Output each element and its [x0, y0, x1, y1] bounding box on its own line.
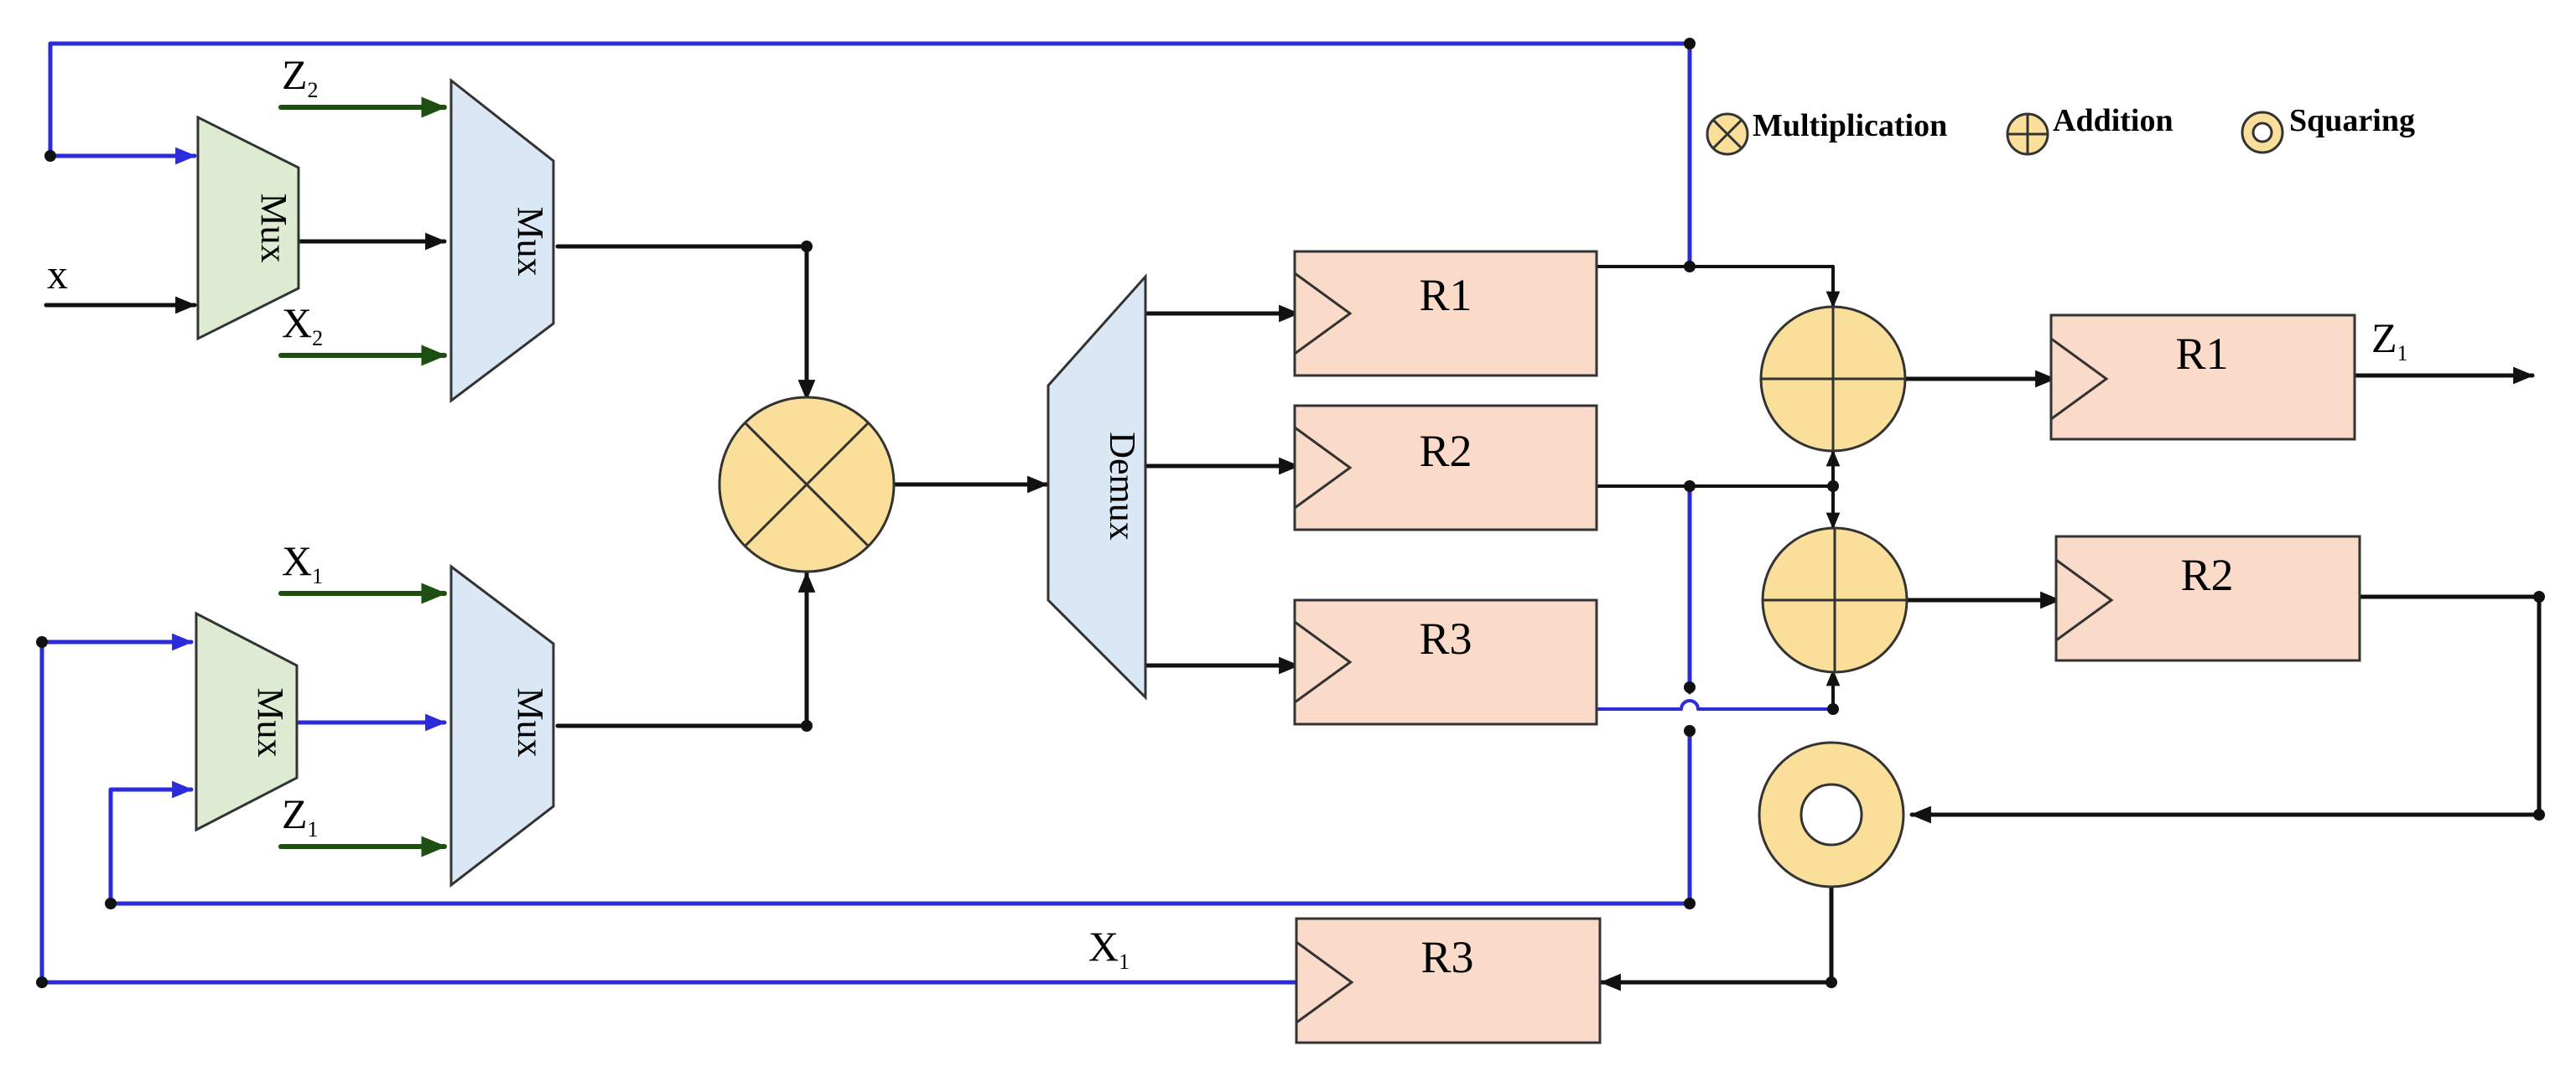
junction-dot: [1684, 38, 1696, 49]
signal-x1: X1: [282, 537, 323, 588]
junction-dot: [1684, 261, 1696, 272]
demux: Demux: [1046, 273, 1147, 701]
register-r3-bottom-label: R3: [1420, 932, 1473, 982]
wire-r2-to-squarer: [1909, 594, 2542, 824]
mux-bottom-right-label: Mux: [510, 687, 551, 757]
junction-dot: [1684, 725, 1696, 737]
wire-mux-br-to-mult: [555, 571, 816, 728]
register-r2-right: R2: [2054, 535, 2361, 662]
junction-dot: [1684, 681, 1696, 693]
mux-bottom-left-label: Mux: [250, 687, 291, 757]
legend-squaring: Squaring: [2241, 103, 2415, 154]
signal-labels: Z2 x X2 X1 Z1 Z1 X1: [47, 51, 2408, 974]
legend-addition: Addition: [2006, 103, 2174, 156]
mux-bottom-left: Mux: [195, 611, 299, 832]
double-circle-icon: [2241, 111, 2284, 154]
register-r1-right: R1: [2049, 313, 2356, 441]
junction-dot: [44, 150, 56, 162]
mux-top-right: Mux: [449, 77, 555, 404]
wire-mux-tr-to-mult: [555, 244, 816, 401]
register-r3-left: R3: [1293, 598, 1598, 726]
circle-times-icon: [1706, 112, 1749, 156]
mux-top-left: Mux: [196, 115, 300, 341]
junction-dot: [36, 636, 48, 648]
junction-dot: [1684, 480, 1696, 492]
demux-label: Demux: [1102, 432, 1143, 541]
junction-dot: [2533, 809, 2545, 821]
wires: [39, 41, 2542, 992]
legend-multiplication-label: Multiplication: [1753, 108, 1947, 143]
signal-z1: Z1: [282, 790, 319, 842]
circle-times-icon: [718, 396, 896, 573]
junction-dot: [1827, 480, 1839, 492]
wire-squarer-to-r3: [1599, 884, 1834, 992]
circle-plus-icon: [2006, 112, 2049, 156]
register-r1-right-label: R1: [2175, 329, 2228, 379]
legend: Multiplication Addition Squaring: [1706, 103, 2415, 156]
register-r1-left: R1: [1293, 250, 1598, 377]
mux-top-right-label: Mux: [510, 206, 551, 276]
junction-dot: [105, 898, 117, 909]
register-r3-left-label: R3: [1419, 614, 1472, 664]
mux-top-left-label: Mux: [253, 193, 294, 262]
double-circle-icon: [1758, 741, 1905, 888]
mux-bottom-right: Mux: [449, 563, 555, 888]
junction-dot: [1684, 898, 1696, 909]
signal-z1-out: Z1: [2371, 314, 2408, 365]
junction-dot: [2533, 591, 2545, 603]
register-r2-right-label: R2: [2180, 550, 2233, 600]
register-r2-left-label: R2: [1419, 426, 1472, 476]
register-r2-left: R2: [1293, 404, 1598, 531]
register-r3-bottom: R3: [1295, 917, 1602, 1044]
register-r1-left-label: R1: [1419, 270, 1472, 320]
junction-dot: [1826, 976, 1837, 988]
signal-z2: Z2: [282, 51, 319, 102]
signal-x2: X2: [282, 299, 323, 350]
junction-dot: [801, 241, 813, 252]
circle-plus-icon: [1759, 305, 1907, 453]
junction-dot: [1827, 703, 1839, 715]
legend-multiplication: Multiplication: [1706, 108, 1947, 156]
wire-x1-feedback: [39, 633, 1306, 985]
signal-x1-feedback: X1: [1088, 923, 1130, 974]
legend-squaring-label: Squaring: [2289, 103, 2415, 138]
wire-r1-feedback-top: [48, 41, 1692, 269]
junction-dots: [36, 38, 2545, 988]
signal-x-input: x: [47, 251, 68, 298]
wire-r1-to-adder1: [1597, 265, 1841, 308]
legend-addition-label: Addition: [2053, 103, 2174, 138]
junction-dot: [36, 976, 48, 988]
junction-dot: [801, 720, 813, 732]
circle-plus-icon: [1761, 526, 1909, 674]
wire-r3-to-adder2: [1597, 699, 1835, 711]
